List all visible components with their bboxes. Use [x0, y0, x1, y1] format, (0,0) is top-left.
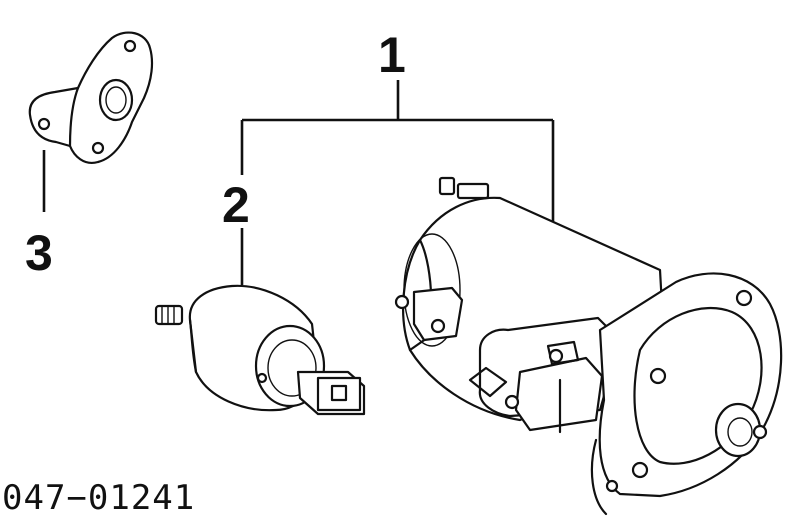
bracket-gasket-part-3 — [28, 31, 154, 164]
starter-motor-part-1 — [394, 176, 783, 516]
solenoid-part-2 — [154, 284, 366, 416]
leader-line-part-1 — [240, 80, 555, 228]
diagram-code: 047−01241 — [2, 478, 196, 518]
callout-part-1: 1 — [378, 27, 406, 83]
callout-part-2: 2 — [222, 177, 250, 233]
callout-part-3: 3 — [25, 225, 53, 281]
